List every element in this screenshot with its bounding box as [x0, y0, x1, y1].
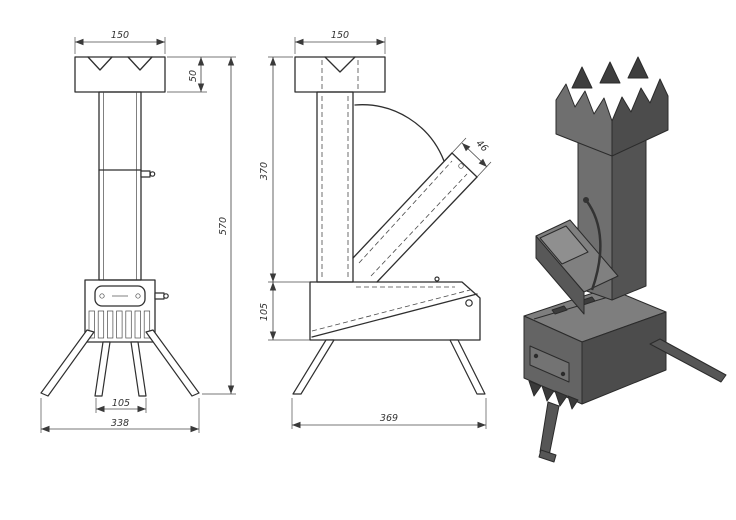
front-firebox: [84, 279, 169, 343]
dim-side-firebox-height: 105: [259, 303, 270, 321]
latch-pin: [465, 299, 473, 307]
front-dimensions: 150 50 570 105 338: [40, 30, 236, 433]
iso-crown-back-tooth: [627, 56, 649, 79]
dim-front-top-width: 150: [111, 30, 129, 41]
side-crown: [294, 56, 386, 93]
iso-crown-back-tooth: [599, 61, 621, 84]
dim-front-base-width: 338: [111, 418, 129, 429]
door-plate: [94, 285, 146, 307]
side-dimensions: 150 370 105 369 46: [259, 30, 492, 429]
iso-hinge: [551, 305, 568, 315]
swing-arc: [354, 104, 445, 162]
iso-crown-back-tooth: [571, 66, 593, 89]
dim-front-overall-height: 570: [218, 217, 229, 235]
iso-handle-tip: [583, 197, 589, 203]
iso-firebox-right: [581, 311, 667, 405]
front-crown: [74, 56, 166, 93]
iso-grate-tooth: [528, 380, 542, 397]
front-chimney: [98, 91, 156, 281]
dim-side-top-width: 150: [331, 30, 349, 41]
iso-front-leg: [539, 401, 560, 457]
dim-side-feed-tube: 46: [474, 138, 490, 154]
dim-side-body-height: 370: [259, 162, 270, 180]
dim-front-crown-height: 50: [188, 70, 199, 82]
iso-handle-rod: [584, 199, 602, 291]
iso-grate-tooth: [567, 395, 579, 410]
iso-feed-door: [539, 225, 589, 265]
iso-door-plate: [529, 345, 570, 383]
iso-front-foot: [538, 449, 557, 463]
side-chimney: [316, 91, 354, 283]
hinge-knob: [434, 276, 440, 282]
iso-grate-tooth: [554, 390, 568, 407]
iso-grate-tooth: [541, 385, 555, 402]
iso-view: [523, 56, 727, 463]
front-view: 150 50 570 105 338: [40, 30, 236, 433]
dim-side-base-depth: 369: [380, 413, 398, 424]
iso-right-leg: [649, 338, 727, 383]
damper-handle: [140, 170, 151, 178]
grate-slats: [88, 310, 151, 339]
latch-handle: [154, 292, 165, 300]
iso-crown-left: [555, 83, 613, 157]
front-legs: [40, 329, 200, 397]
side-feed-tube: [352, 104, 478, 283]
side-firebox: [309, 276, 481, 341]
dim-front-leg-span: 105: [112, 398, 130, 409]
side-legs: [292, 339, 486, 395]
iso-crown-right: [611, 78, 669, 157]
side-view: 150 370 105 369 46: [259, 30, 492, 429]
